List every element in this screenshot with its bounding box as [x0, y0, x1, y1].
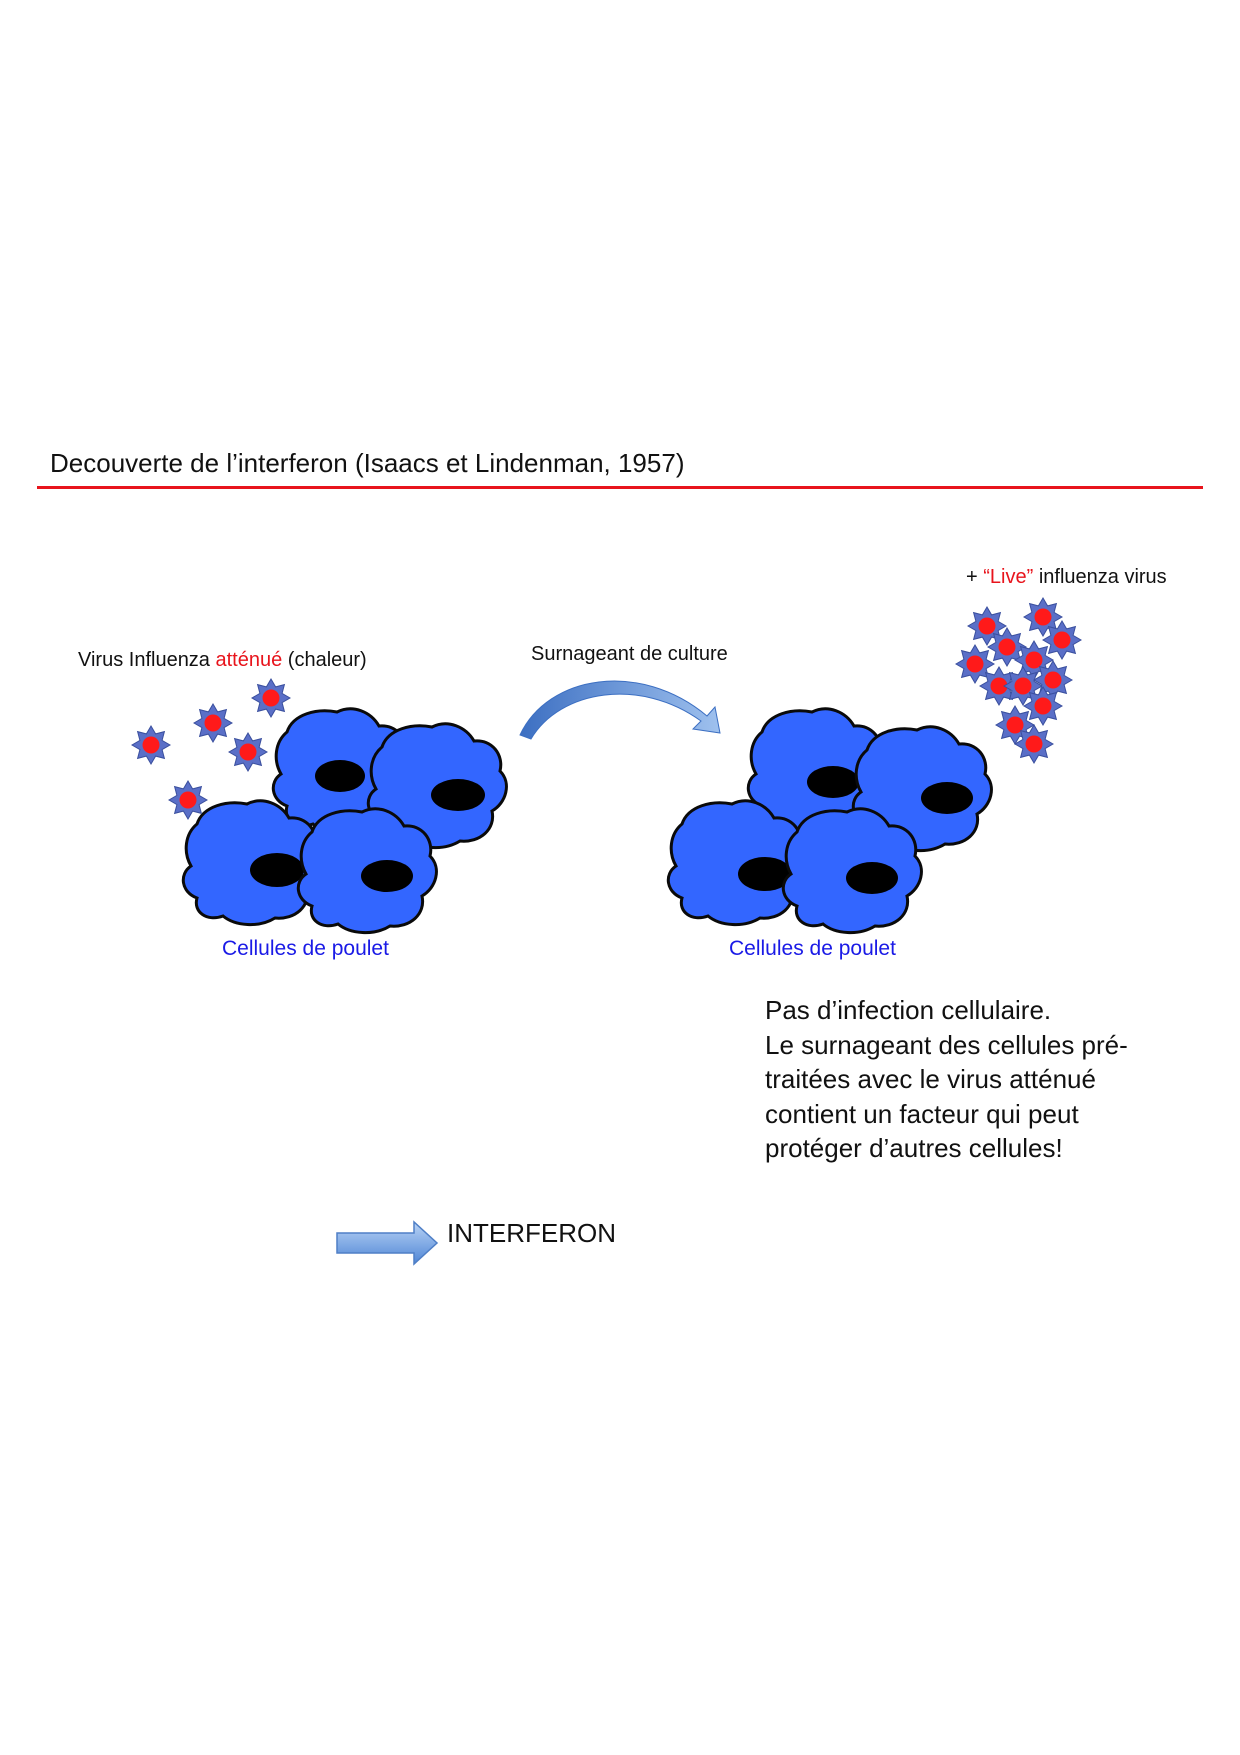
virus-icon: [1023, 686, 1063, 726]
conclusion-line: protéger d’autres cellules!: [765, 1133, 1063, 1163]
left-cells-label: Cellules de poulet: [222, 937, 389, 960]
conclusion-line: Pas d’infection cellulaire.: [765, 995, 1052, 1025]
supernatant-label: Surnageant de culture: [531, 643, 728, 665]
interferon-label: INTERFERON: [447, 1218, 616, 1248]
conclusion-line: contient un facteur qui peut: [765, 1098, 1079, 1129]
virus-icon: [251, 678, 291, 718]
page-title: Decouverte de l’interferon (Isaacs et Li…: [50, 448, 685, 478]
cell: [296, 807, 438, 935]
virus-icon: [193, 703, 233, 743]
virus-icon: [168, 780, 208, 820]
attenuated-virus-label: Virus Influenza atténué (chaleur): [78, 649, 367, 671]
cell: [366, 722, 508, 850]
conclusion-text: Pas d’infection cellulaire. Le surnagean…: [765, 993, 1185, 1166]
conclusion-line: Le surnageant des cellules pré-: [765, 1029, 1128, 1060]
title-underline: [37, 486, 1203, 489]
cell: [666, 799, 808, 927]
left-cell-cluster: [181, 707, 508, 935]
conclusion-line: traitées avec le virus atténué: [765, 1064, 1096, 1094]
right-cells-label: Cellules de poulet: [729, 937, 896, 960]
attenuated-virus-group: [131, 678, 291, 820]
curved-transfer-arrow: [519, 680, 721, 740]
cell: [271, 707, 413, 835]
interferon-arrow-icon: [336, 1220, 439, 1266]
cell: [781, 807, 923, 935]
right-cell-cluster: [666, 707, 993, 935]
virus-icon: [1042, 620, 1082, 660]
live-virus-cluster: [955, 597, 1082, 764]
virus-icon: [228, 732, 268, 772]
virus-icon: [131, 725, 171, 765]
cell: [181, 799, 323, 927]
cell: [851, 725, 993, 853]
virus-icon: [1014, 724, 1054, 764]
live-virus-label: + “Live” influenza virus: [966, 566, 1167, 588]
cell: [746, 707, 888, 835]
